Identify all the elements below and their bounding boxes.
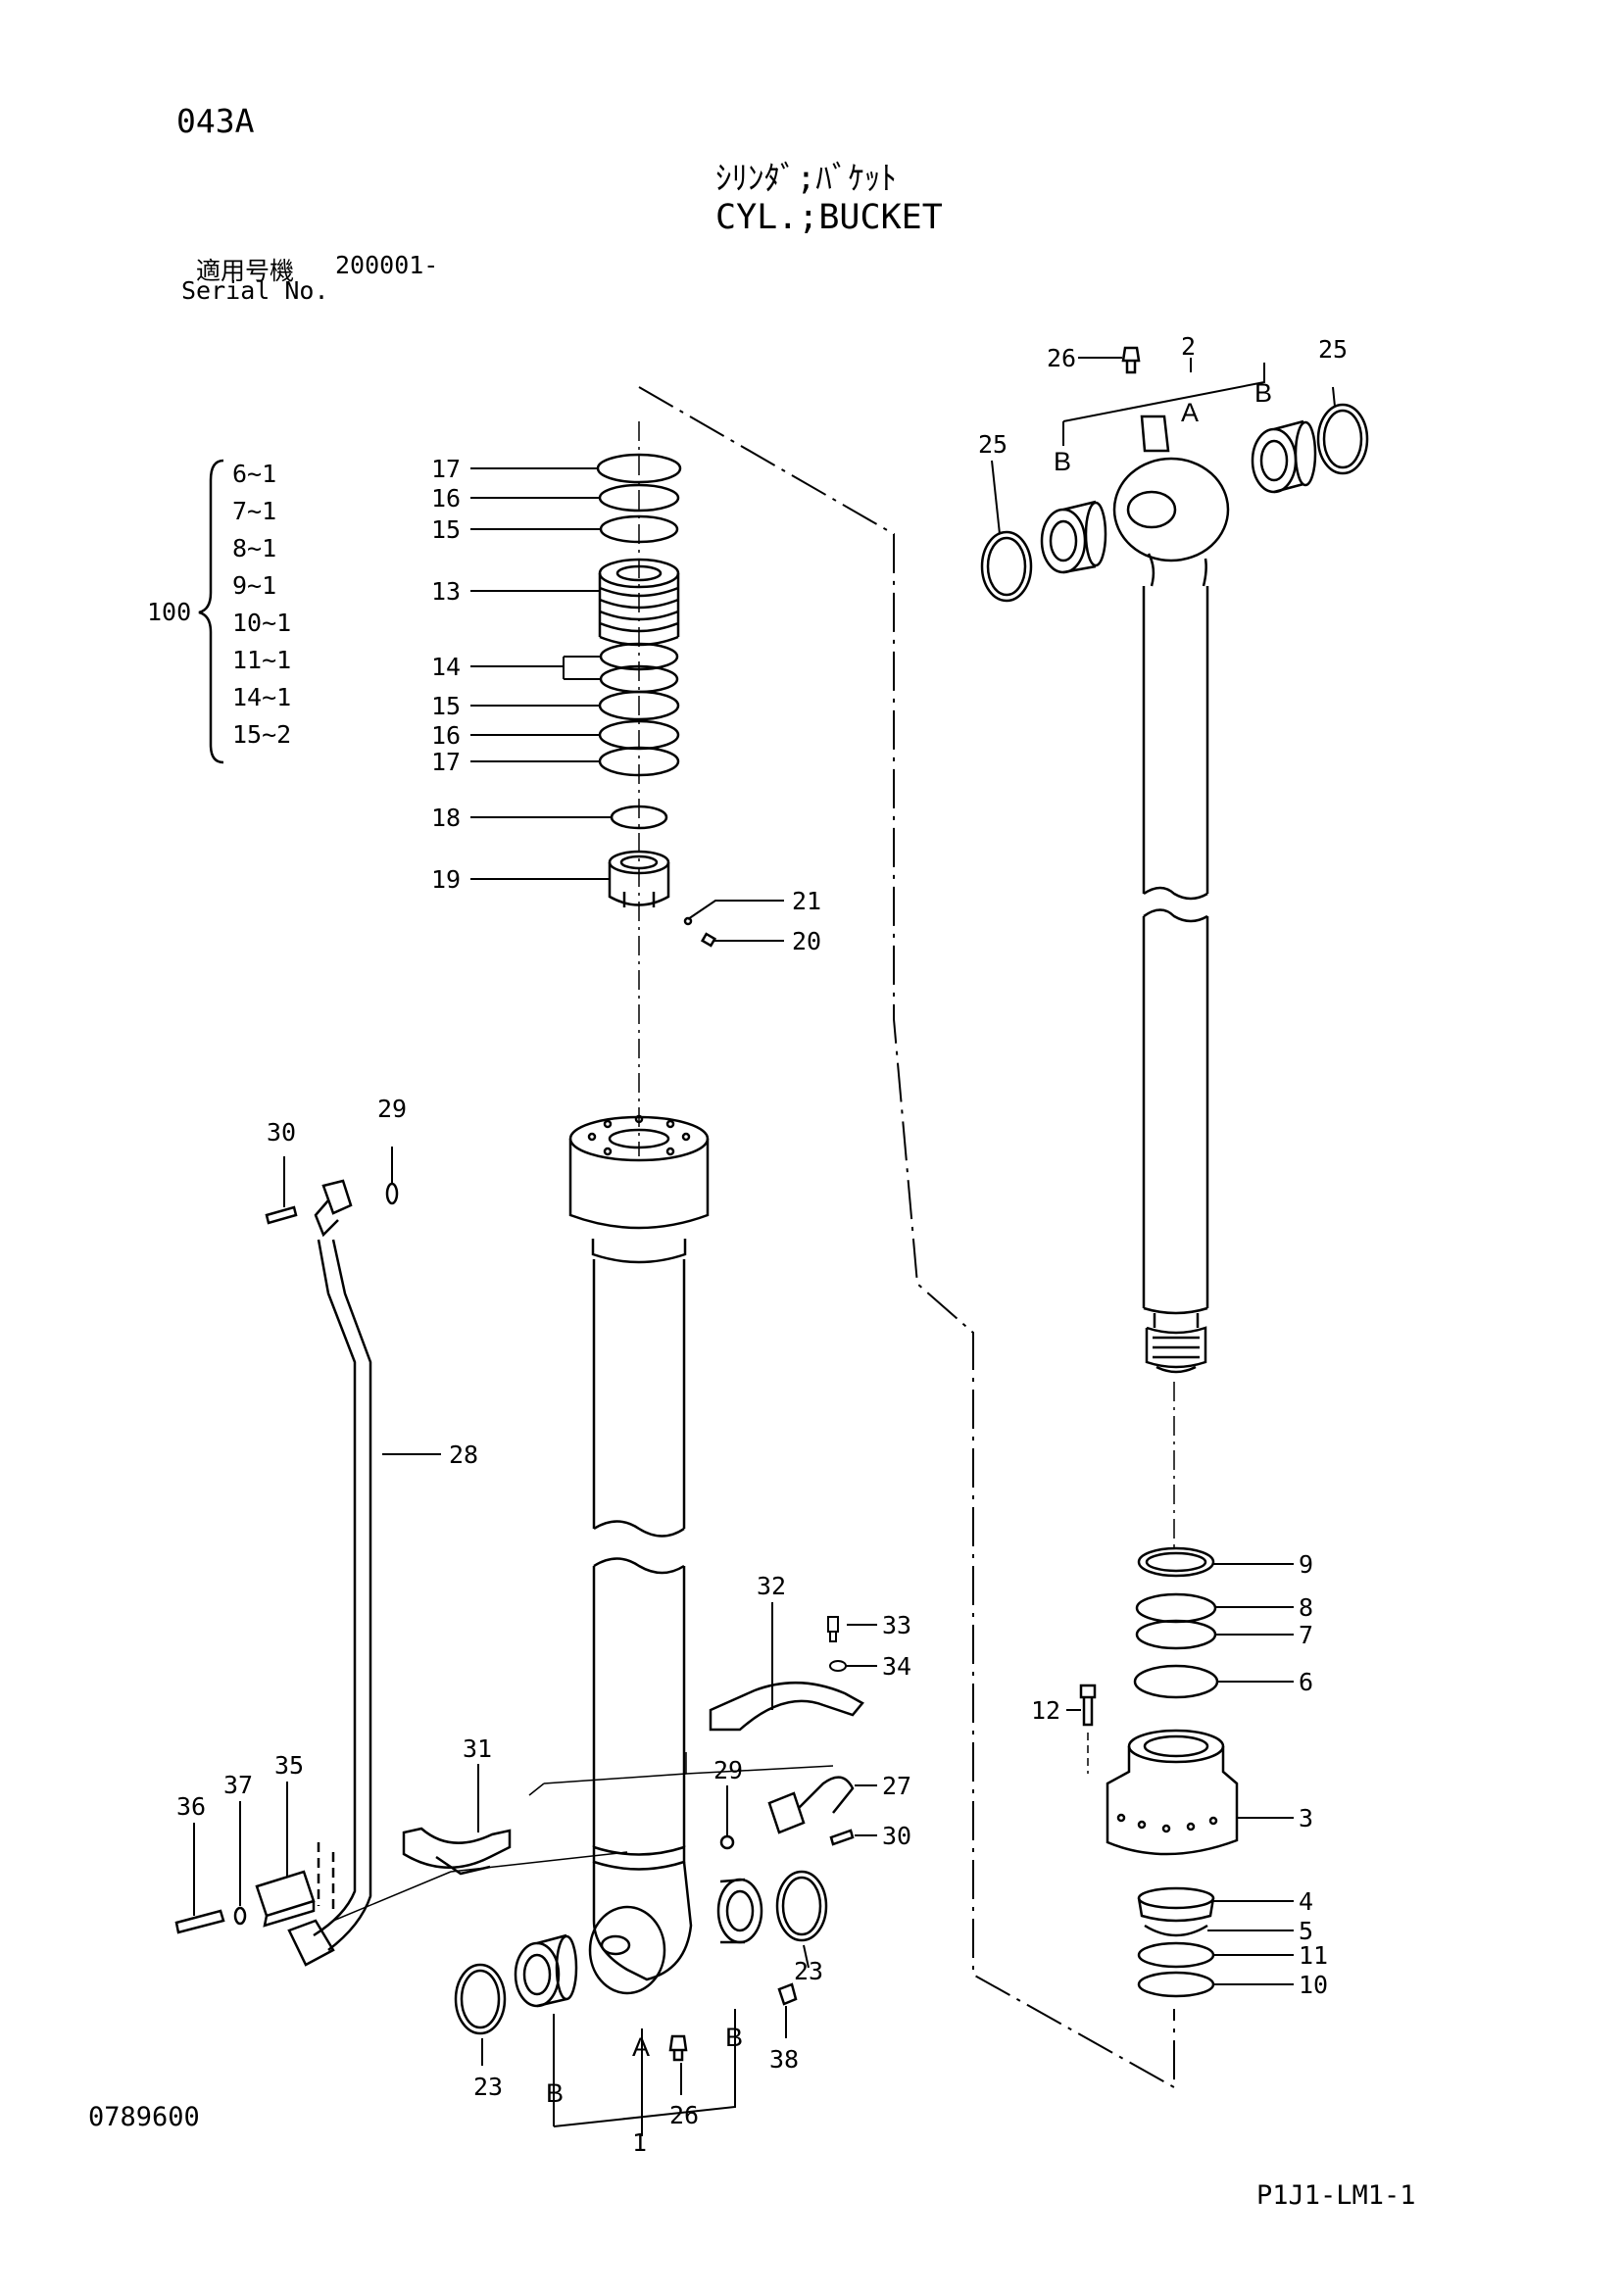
callout-18: 18	[431, 804, 461, 832]
callout-29: 29	[713, 1756, 743, 1784]
callout-26: 26	[1047, 344, 1076, 372]
callout-28: 28	[449, 1441, 478, 1469]
letter-a: A	[632, 2032, 650, 2062]
callout-31: 31	[463, 1734, 492, 1763]
washer-34	[829, 1660, 847, 1672]
callout-2: 2	[1181, 332, 1196, 361]
callout-7: 7	[1299, 1621, 1313, 1649]
callout-30: 30	[267, 1118, 296, 1147]
callout-6: 6	[1299, 1668, 1313, 1696]
callout-23: 23	[473, 2073, 503, 2101]
callout-3: 3	[1299, 1804, 1313, 1832]
bolt-route-line	[332, 1851, 628, 1922]
clamp-route-line	[528, 1752, 834, 1796]
kit-group: 100 6~1 7~1 8~1 9~1 10~1 11~1 14~1 15~2	[147, 459, 291, 764]
reference-letters: A B B A B B	[546, 378, 1272, 2108]
piston-rod	[1112, 415, 1230, 1374]
page-code: 043A	[176, 102, 255, 140]
piston-seal-stack	[596, 453, 717, 948]
callout-4: 4	[1299, 1887, 1313, 1916]
callout-36: 36	[176, 1792, 206, 1821]
letter-a: A	[1181, 398, 1199, 427]
callout-27: 27	[882, 1772, 911, 1800]
callout-11: 11	[1299, 1941, 1328, 1970]
set-screw-part	[700, 932, 717, 948]
letter-b: B	[1054, 447, 1071, 476]
callout-23: 23	[794, 1957, 823, 1985]
cylinder-tube	[568, 1114, 710, 1995]
ring-9	[1137, 1546, 1215, 1578]
kit-brace	[198, 459, 224, 764]
page-reference: P1J1-LM1-1	[1256, 2180, 1416, 2211]
kit-item: 14~1	[232, 683, 291, 711]
callout-19: 19	[431, 865, 461, 894]
callout-16: 16	[431, 484, 461, 513]
kit-item: 7~1	[232, 497, 276, 525]
callout-34: 34	[882, 1652, 911, 1681]
nut-part	[608, 850, 670, 907]
callout-20: 20	[792, 927, 821, 955]
callout-30: 30	[882, 1822, 911, 1850]
leader-lines	[193, 357, 1336, 2136]
kit-item: 10~1	[232, 609, 291, 637]
callout-15: 15	[431, 515, 461, 544]
callout-37: 37	[223, 1771, 253, 1799]
callout-labels: 17 16 15 13 14 15 16 17 18 19 21 20 26 2…	[176, 332, 1348, 2157]
callout-12: 12	[1031, 1696, 1060, 1725]
drawing-number: 0789600	[88, 2102, 200, 2132]
callout-35: 35	[274, 1751, 304, 1780]
bolt-33	[827, 1616, 839, 1642]
pipe-27-group	[719, 1776, 855, 1850]
callout-17: 17	[431, 748, 461, 776]
callout-32: 32	[757, 1572, 786, 1600]
letter-b: B	[546, 2078, 564, 2108]
callout-25: 25	[978, 430, 1008, 459]
pipe-assembly	[265, 1179, 399, 1967]
callout-21: 21	[792, 887, 821, 915]
callout-8: 8	[1299, 1593, 1313, 1622]
callout-17: 17	[431, 455, 461, 483]
title-english: CYL.;BUCKET	[715, 198, 943, 237]
block-35-group	[174, 1870, 316, 1934]
callout-16: 16	[431, 721, 461, 750]
letter-b: B	[1254, 378, 1272, 408]
assembly-path-line	[638, 386, 1175, 2089]
ring-8	[1135, 1592, 1217, 1624]
title-japanese: ｼﾘﾝﾀﾞ;ﾊﾞｹｯﾄ	[715, 159, 897, 197]
kit-item: 9~1	[232, 571, 276, 600]
base-bushings	[454, 1870, 828, 2062]
callout-25: 25	[1318, 335, 1348, 364]
serial-label-japanese: 適用号機	[196, 257, 295, 285]
rod-head-assembly	[1079, 1546, 1239, 1998]
letter-b: B	[725, 2023, 743, 2052]
piston-part	[598, 558, 680, 647]
clamp-32	[709, 1682, 864, 1732]
callout-9: 9	[1299, 1550, 1313, 1579]
kit-item: 6~1	[232, 460, 276, 488]
callout-33: 33	[882, 1611, 911, 1639]
kit-item: 8~1	[232, 534, 276, 562]
callout-5: 5	[1299, 1917, 1313, 1945]
callout-26: 26	[669, 2101, 699, 2129]
ring-7	[1135, 1619, 1217, 1650]
callout-13: 13	[431, 577, 461, 606]
callout-38: 38	[769, 2045, 799, 2074]
callout-14: 14	[431, 653, 461, 681]
rod-eye-bushings	[980, 346, 1369, 603]
serial-label-english: Serial No.	[181, 276, 329, 305]
callout-10: 10	[1299, 1971, 1328, 1999]
kit-item: 11~1	[232, 646, 291, 674]
kit-item: 15~2	[232, 720, 291, 749]
ring-6	[1133, 1664, 1219, 1699]
serial-value: 200001-	[335, 251, 439, 279]
callout-29: 29	[377, 1095, 407, 1123]
callout-1: 1	[632, 2128, 647, 2157]
callout-15: 15	[431, 692, 461, 720]
kit-number: 100	[147, 598, 191, 626]
